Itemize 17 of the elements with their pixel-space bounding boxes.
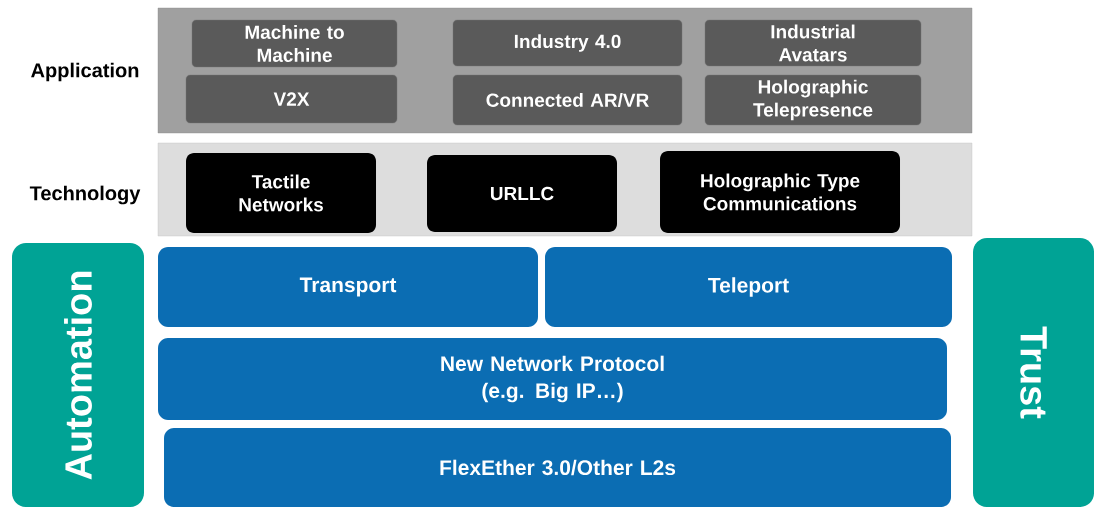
layer-label: Technology bbox=[29, 185, 141, 205]
layer-box: FlexEther 3.0/Other L2s bbox=[164, 428, 951, 507]
technology-box: URLLC bbox=[427, 155, 617, 232]
layer-box: Teleport bbox=[545, 247, 952, 327]
layer-box: Transport bbox=[158, 247, 538, 327]
layer-box: New Network Protocol (e.g. Big IP…) bbox=[158, 338, 947, 420]
application-box: Connected AR/VR bbox=[452, 74, 683, 126]
application-box: Holographic Telepresence bbox=[704, 74, 922, 126]
side-pillar: Automation bbox=[12, 243, 144, 507]
application-box: Industrial Avatars bbox=[704, 19, 922, 67]
application-box: Industry 4.0 bbox=[452, 19, 683, 67]
side-pillar: Trust bbox=[973, 238, 1094, 507]
technology-box: Holographic Type Communications bbox=[660, 151, 900, 233]
application-box: Machine to Machine bbox=[191, 19, 398, 68]
application-box: V2X bbox=[185, 74, 398, 124]
layer-label: Application bbox=[31, 62, 139, 82]
technology-box: Tactile Networks bbox=[186, 153, 376, 233]
